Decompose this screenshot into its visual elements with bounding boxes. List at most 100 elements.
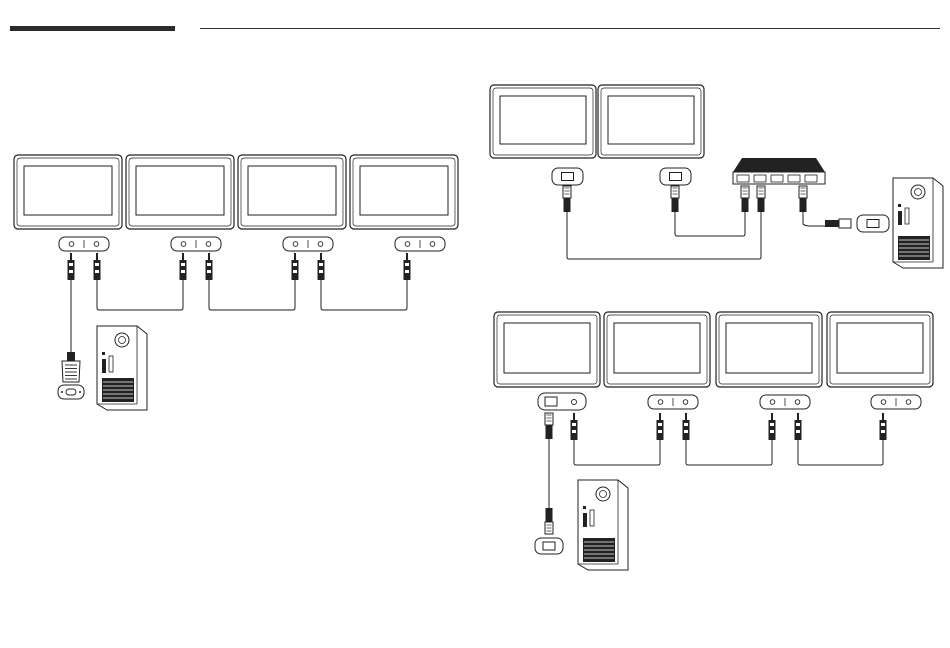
plug-tip: [70, 253, 72, 260]
cable: [686, 440, 772, 465]
hub-port: [754, 175, 766, 182]
rj45-boot: [742, 198, 749, 212]
pc-led: [583, 506, 586, 509]
port-panel: [538, 393, 586, 410]
hub-port: [788, 175, 800, 182]
plug-ring: [69, 270, 73, 273]
plug-ring: [658, 423, 662, 426]
pc-fan-hub: [915, 189, 922, 196]
rj45-boot: [800, 198, 807, 212]
rj45-plug: [825, 219, 851, 228]
plug-ring: [207, 263, 211, 266]
plug-ring: [95, 263, 99, 266]
monitor-screen: [837, 323, 923, 373]
monitor: [494, 312, 600, 387]
hub-top: [733, 158, 825, 172]
port-out-jack: [318, 242, 323, 247]
stereo-plug: [657, 413, 664, 440]
port-out-jack: [430, 242, 435, 247]
rj45-boot: [546, 425, 553, 439]
plug-ring: [684, 430, 688, 433]
port-in-jack: [658, 400, 663, 405]
plug-tip: [685, 413, 687, 420]
pc-led: [102, 352, 105, 355]
plug-ring: [69, 263, 73, 266]
plug-ring: [796, 430, 800, 433]
rj45-plug-head: [839, 219, 851, 228]
stereo-plug: [68, 253, 75, 280]
stereo-plug: [94, 253, 101, 280]
port-in-jack: [293, 242, 298, 247]
port-panel: [648, 395, 698, 409]
stereo-plug: [180, 253, 187, 280]
rj45-boot: [672, 198, 679, 212]
port-panel: [171, 237, 221, 251]
port-panel: [59, 237, 109, 251]
plug-ring: [293, 270, 297, 273]
cable: [321, 280, 407, 310]
pc-fan-hub: [119, 337, 126, 344]
header-bar: [10, 26, 175, 31]
stereo-plug: [683, 413, 690, 440]
rj45-plug: [741, 186, 749, 212]
rj45-plug: [757, 186, 765, 212]
cable: [574, 440, 660, 465]
rj45-socket: [660, 168, 691, 185]
rj45-socket: [535, 538, 563, 554]
plug-tip: [797, 413, 799, 420]
monitor: [126, 155, 234, 229]
plug-ring: [293, 263, 297, 266]
monitor: [604, 312, 710, 387]
pc-io-slot: [583, 513, 587, 527]
stereo-plug: [769, 413, 776, 440]
rj45-opening: [562, 173, 574, 181]
lan-daisy-chain-diagram: [494, 312, 933, 570]
hub-port: [737, 175, 749, 182]
plug-tip: [659, 413, 661, 420]
plug-ring: [796, 423, 800, 426]
monitor-screen: [136, 166, 224, 215]
plug-ring: [770, 430, 774, 433]
rj45-boot: [825, 220, 839, 227]
rj45-opening: [867, 220, 879, 228]
hub-port: [771, 175, 783, 182]
network-hub: [733, 158, 825, 184]
pc-io-slot: [109, 356, 113, 372]
plug-tip: [882, 413, 884, 420]
plug-ring: [95, 270, 99, 273]
dsub-screw: [79, 391, 81, 393]
port-in-jack: [770, 400, 775, 405]
rj45-plug: [799, 186, 807, 212]
port-panel: [395, 237, 445, 251]
monitor-screen: [360, 166, 448, 215]
rs232c-daisy-chain-diagram: [14, 155, 458, 410]
port-panel: [871, 395, 921, 409]
monitor-screen: [24, 166, 112, 215]
pc-io-slot: [905, 208, 909, 224]
lan-hub-diagram: [490, 85, 943, 268]
plug-tip: [294, 253, 296, 260]
port-out-jack: [94, 242, 99, 247]
port-out-jack: [795, 400, 800, 405]
plug-ring: [572, 430, 576, 433]
plug-tip: [182, 253, 184, 260]
plug-ring: [319, 263, 323, 266]
plug-ring: [405, 270, 409, 273]
cable: [209, 280, 295, 310]
rj45-plug: [671, 186, 679, 212]
port-in-jack: [405, 242, 410, 247]
stereo-plug: [880, 413, 887, 440]
rj45-socket: [552, 168, 583, 185]
plug-tip: [771, 413, 773, 420]
plug-tip: [96, 253, 98, 260]
port-panel: [760, 395, 810, 409]
port-out-jack: [683, 400, 688, 405]
port-in-jack: [69, 242, 74, 247]
cable: [97, 280, 183, 310]
monitor: [14, 155, 122, 229]
stereo-plug: [404, 253, 411, 280]
cable: [675, 212, 745, 236]
monitor-screen: [614, 323, 700, 373]
rj45-boot: [564, 198, 571, 212]
plug-tip: [208, 253, 210, 260]
